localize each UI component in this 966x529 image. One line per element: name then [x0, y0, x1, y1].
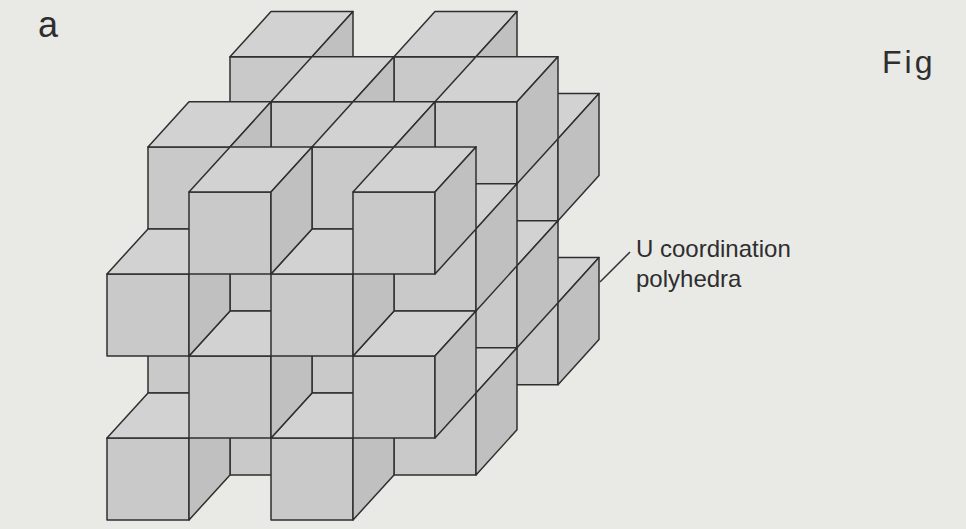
cube-front-face: [271, 438, 353, 520]
cube-front-face: [189, 192, 271, 274]
cube-front-face: [107, 438, 189, 520]
cube-side-face: [558, 258, 599, 385]
callout-label: U coordination polyhedra: [636, 234, 814, 294]
cube-side-face: [476, 184, 517, 311]
panel-letter: a: [38, 4, 58, 46]
figure-label: Fig: [882, 44, 935, 81]
cube-side-face: [517, 221, 558, 348]
cube-side-face: [476, 348, 517, 475]
cube-stack: [107, 12, 599, 520]
leader-line: [600, 252, 630, 282]
cube-side-face: [271, 147, 312, 274]
cube-side-face: [517, 57, 558, 184]
cube-front-face: [353, 356, 435, 438]
cube-side-face: [558, 94, 599, 221]
cube-side-face: [435, 147, 476, 274]
cube-front-face: [271, 274, 353, 356]
cube-front-face: [189, 356, 271, 438]
cube-side-face: [435, 311, 476, 438]
cube-front-face: [353, 192, 435, 274]
cube-front-face: [107, 274, 189, 356]
